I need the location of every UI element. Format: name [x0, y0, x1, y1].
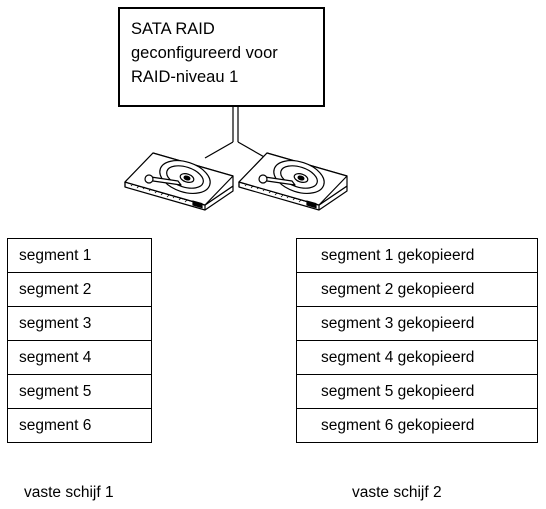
table-row: segment 5	[7, 374, 152, 409]
segment-copy-cell: segment 2 gekopieerd	[296, 272, 538, 307]
segment-cell: segment 2	[7, 272, 152, 307]
raid-box-line-2: geconfigureerd voor	[131, 44, 278, 62]
table-row: segment 1	[7, 238, 152, 273]
segment-cell: segment 4	[7, 340, 152, 375]
table-row: segment 6	[7, 408, 152, 443]
table-row: segment 2	[7, 272, 152, 307]
table-row: segment 5 gekopieerd	[296, 374, 538, 409]
segment-copy-cell: segment 3 gekopieerd	[296, 306, 538, 341]
segment-copy-cell: segment 1 gekopieerd	[296, 238, 538, 273]
segment-cell: segment 6	[7, 408, 152, 443]
connector-lines	[204, 107, 267, 159]
segment-cell: segment 1	[7, 238, 152, 273]
segment-copy-cell: segment 4 gekopieerd	[296, 340, 538, 375]
connector-and-drives	[124, 107, 348, 211]
hard-drive-2-icon	[238, 152, 348, 211]
table-row: segment 3 gekopieerd	[296, 306, 538, 341]
hard-drive-1-icon	[124, 152, 234, 211]
table-row: segment 1 gekopieerd	[296, 238, 538, 273]
raid-config-box: SATA RAID geconfigureerd voor RAID-nivea…	[118, 7, 325, 107]
raid-box-line-1: SATA RAID	[131, 20, 215, 38]
segment-copy-cell: segment 6 gekopieerd	[296, 408, 538, 443]
disk-2-segment-table: segment 1 gekopieerd segment 2 gekopieer…	[296, 238, 538, 443]
segment-copy-cell: segment 5 gekopieerd	[296, 374, 538, 409]
segment-cell: segment 3	[7, 306, 152, 341]
table-row: segment 4	[7, 340, 152, 375]
segment-cell: segment 5	[7, 374, 152, 409]
disk-2-caption: vaste schijf 2	[352, 484, 442, 501]
table-row: segment 2 gekopieerd	[296, 272, 538, 307]
table-row: segment 3	[7, 306, 152, 341]
disk-1-caption: vaste schijf 1	[24, 484, 114, 501]
table-row: segment 6 gekopieerd	[296, 408, 538, 443]
disk-1-segment-table: segment 1 segment 2 segment 3 segment 4 …	[7, 238, 152, 443]
raid-box-line-3: RAID-niveau 1	[131, 68, 239, 86]
table-row: segment 4 gekopieerd	[296, 340, 538, 375]
